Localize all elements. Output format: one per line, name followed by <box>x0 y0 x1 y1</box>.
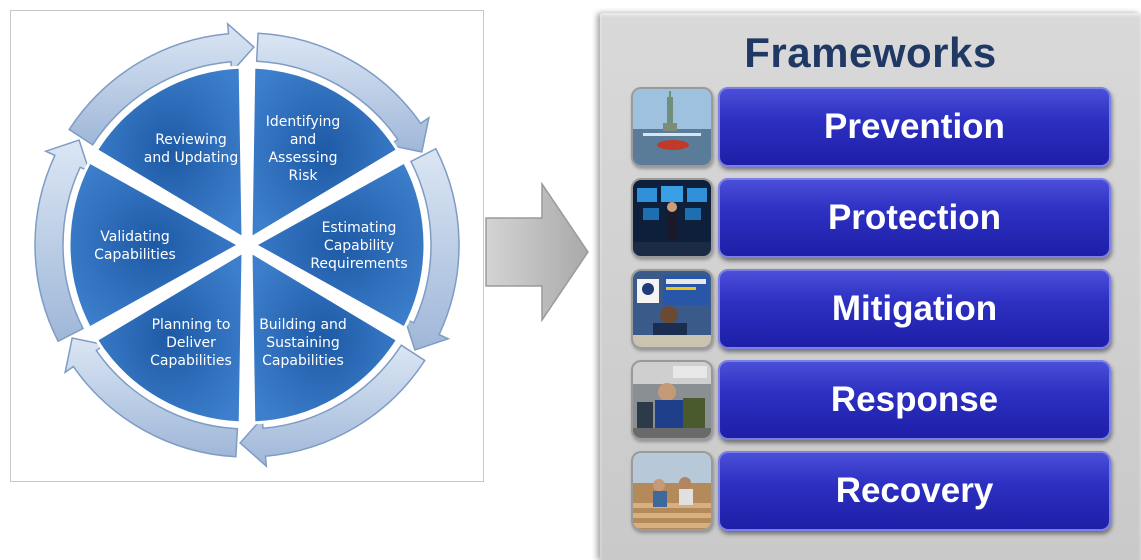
cycle-label-line: and <box>290 132 316 148</box>
cycle-label-line: and Updating <box>144 150 239 166</box>
cycle-label-line: Assessing <box>268 150 337 166</box>
cycle-arrow-validating-capabilities <box>34 139 91 343</box>
cycle-segment-reviewing-and-updating <box>94 65 245 241</box>
cycle-segment-building-and-sustaining-capabilities <box>249 249 400 425</box>
cycle-label-line: Reviewing <box>155 132 227 148</box>
cycle-segment-identifying-and-assessing-risk <box>249 65 400 241</box>
cycle-segment-estimating-capability-requirements <box>251 159 427 331</box>
statue-of-liberty-photo <box>631 87 713 167</box>
response-button[interactable]: Response <box>718 360 1111 440</box>
cycle-segment-planning-to-deliver-capabilities <box>94 249 245 425</box>
cycle-label-line: Capabilities <box>150 353 232 369</box>
cycle-segment-validating-capabilities <box>67 159 243 331</box>
mitigation-booth-photo <box>631 269 713 349</box>
responder-photo <box>631 360 713 440</box>
prevention-button[interactable]: Prevention <box>718 87 1111 167</box>
cycle-label-line: Validating <box>100 229 169 245</box>
framework-row-recovery: Recovery <box>631 451 1113 533</box>
recovery-button[interactable]: Recovery <box>718 451 1111 531</box>
cycle-label-line: Capabilities <box>94 247 176 263</box>
cycle-label-reviewing-and-updating: Reviewing and Updating <box>144 132 239 166</box>
protection-button[interactable]: Protection <box>718 178 1111 258</box>
frameworks-title: Frameworks <box>744 29 997 76</box>
cycle-label-line: Estimating <box>322 220 397 236</box>
cycle-label-line: Planning to <box>152 317 231 333</box>
cycle-label-line: Building and <box>259 317 347 333</box>
frameworks-panel: Frameworks Prevention <box>600 13 1141 560</box>
cycle-arrow-planning-to-deliver-capabilities <box>64 337 239 458</box>
cycle-label-line: Risk <box>288 168 318 184</box>
cycle-arrow-identifying-and-assessing-risk <box>255 32 430 153</box>
cycle-label-line: Sustaining <box>266 335 340 351</box>
cycle-arrow-building-and-sustaining-capabilities <box>239 344 426 468</box>
cycle-arrow-estimating-capability-requirements <box>403 147 460 351</box>
cycle-label-line: Capability <box>324 238 394 254</box>
framework-row-prevention: Prevention <box>631 87 1113 169</box>
mitigation-button[interactable]: Mitigation <box>718 269 1111 349</box>
framework-row-mitigation: Mitigation <box>631 269 1113 351</box>
cycle-label-line: Requirements <box>310 256 407 272</box>
cycle-label-line: Identifying <box>266 114 341 130</box>
operations-center-photo <box>631 178 713 258</box>
right-arrow-icon <box>485 181 589 323</box>
framework-row-protection: Protection <box>631 178 1113 260</box>
cycle-arrow-reviewing-and-updating <box>68 22 255 146</box>
cycle-label-line: Deliver <box>166 335 216 351</box>
rebuilding-photo <box>631 451 713 531</box>
framework-row-response: Response <box>631 360 1113 442</box>
cycle-label-line: Capabilities <box>262 353 344 369</box>
